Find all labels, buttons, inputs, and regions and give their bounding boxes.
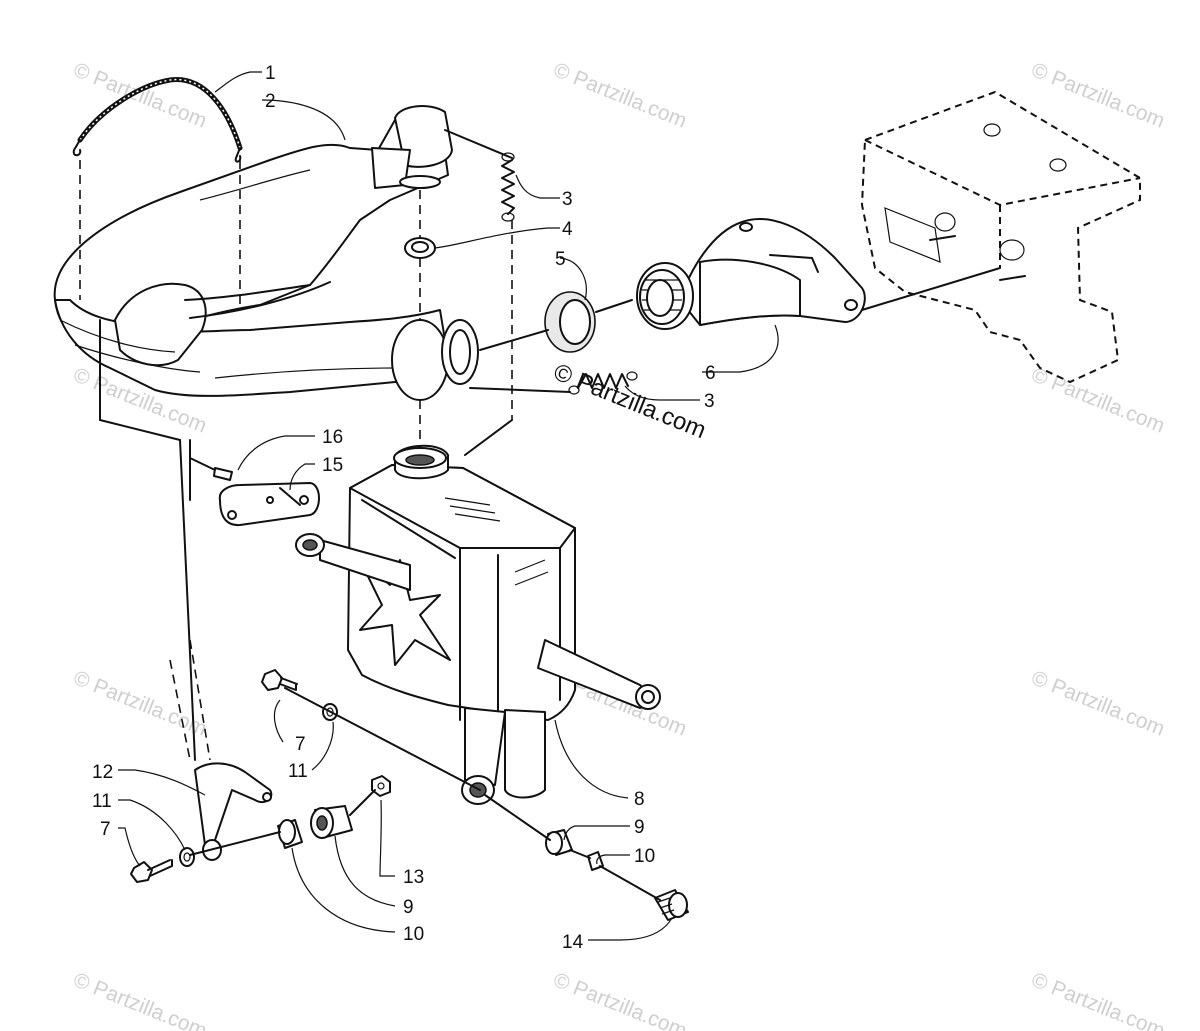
muffler (295, 444, 661, 805)
seal-ring (544, 291, 596, 353)
callout-5: 5 (555, 249, 566, 270)
callout-9: 9 (634, 817, 645, 838)
spring-upper (501, 152, 515, 222)
callout-11: 11 (288, 761, 308, 782)
rivet (189, 457, 233, 481)
callout-11: 11 (92, 791, 112, 812)
callout-16: 16 (322, 427, 343, 448)
bolt-upper (261, 669, 298, 691)
bolt-lower (130, 859, 173, 883)
callout-13: 13 (403, 867, 424, 888)
callout-12: 12 (92, 762, 113, 783)
gasket (404, 237, 436, 259)
callout-10: 10 (403, 924, 424, 945)
washer-lower (179, 847, 195, 867)
engine-outline (860, 90, 1141, 384)
callout-3: 3 (562, 189, 573, 210)
mounting-plate (218, 482, 320, 527)
watermark: © Partzilla.com (70, 58, 210, 132)
callout-8: 8 (634, 789, 645, 810)
callout-7: 7 (100, 819, 111, 840)
watermark: © Partzilla.com (1028, 58, 1168, 132)
bushing-left (310, 805, 353, 839)
callout-10: 10 (634, 846, 655, 867)
leader-lines (118, 71, 779, 941)
callout-14: 14 (562, 932, 584, 953)
bushing-right (545, 829, 573, 856)
watermark: © Partzilla.com (1028, 363, 1168, 437)
watermark: © Partzilla.com (70, 666, 210, 740)
watermark: © Partzilla.com (1028, 968, 1168, 1031)
callout-2: 2 (265, 91, 276, 112)
callout-3: 3 (704, 391, 715, 412)
callout-15: 15 (322, 455, 343, 476)
exhaust-manifold (636, 218, 866, 330)
callout-labels: 1 2 3 3 4 5 6 7 7 8 9 9 10 10 11 11 12 1… (92, 63, 716, 953)
nut (371, 775, 391, 797)
center-watermark: © Partzilla.com (550, 359, 710, 445)
watermark: © Partzilla.com (1028, 666, 1168, 740)
retaining-spring-cable (72, 77, 243, 163)
callout-6: 6 (705, 363, 716, 384)
callout-9: 9 (403, 897, 414, 918)
assembly-lines (79, 129, 661, 901)
spring-lower (568, 371, 638, 395)
callout-7: 7 (295, 734, 306, 755)
watermark: © Partzilla.com (550, 58, 690, 132)
expansion-chamber (53, 105, 479, 401)
callout-1: 1 (265, 63, 276, 84)
callout-4: 4 (562, 219, 573, 240)
spacer-left (277, 819, 303, 849)
hanger-bracket (194, 762, 273, 861)
watermark: © Partzilla.com (550, 968, 690, 1031)
watermark: © Partzilla.com (70, 968, 210, 1031)
end-cap (654, 889, 689, 921)
